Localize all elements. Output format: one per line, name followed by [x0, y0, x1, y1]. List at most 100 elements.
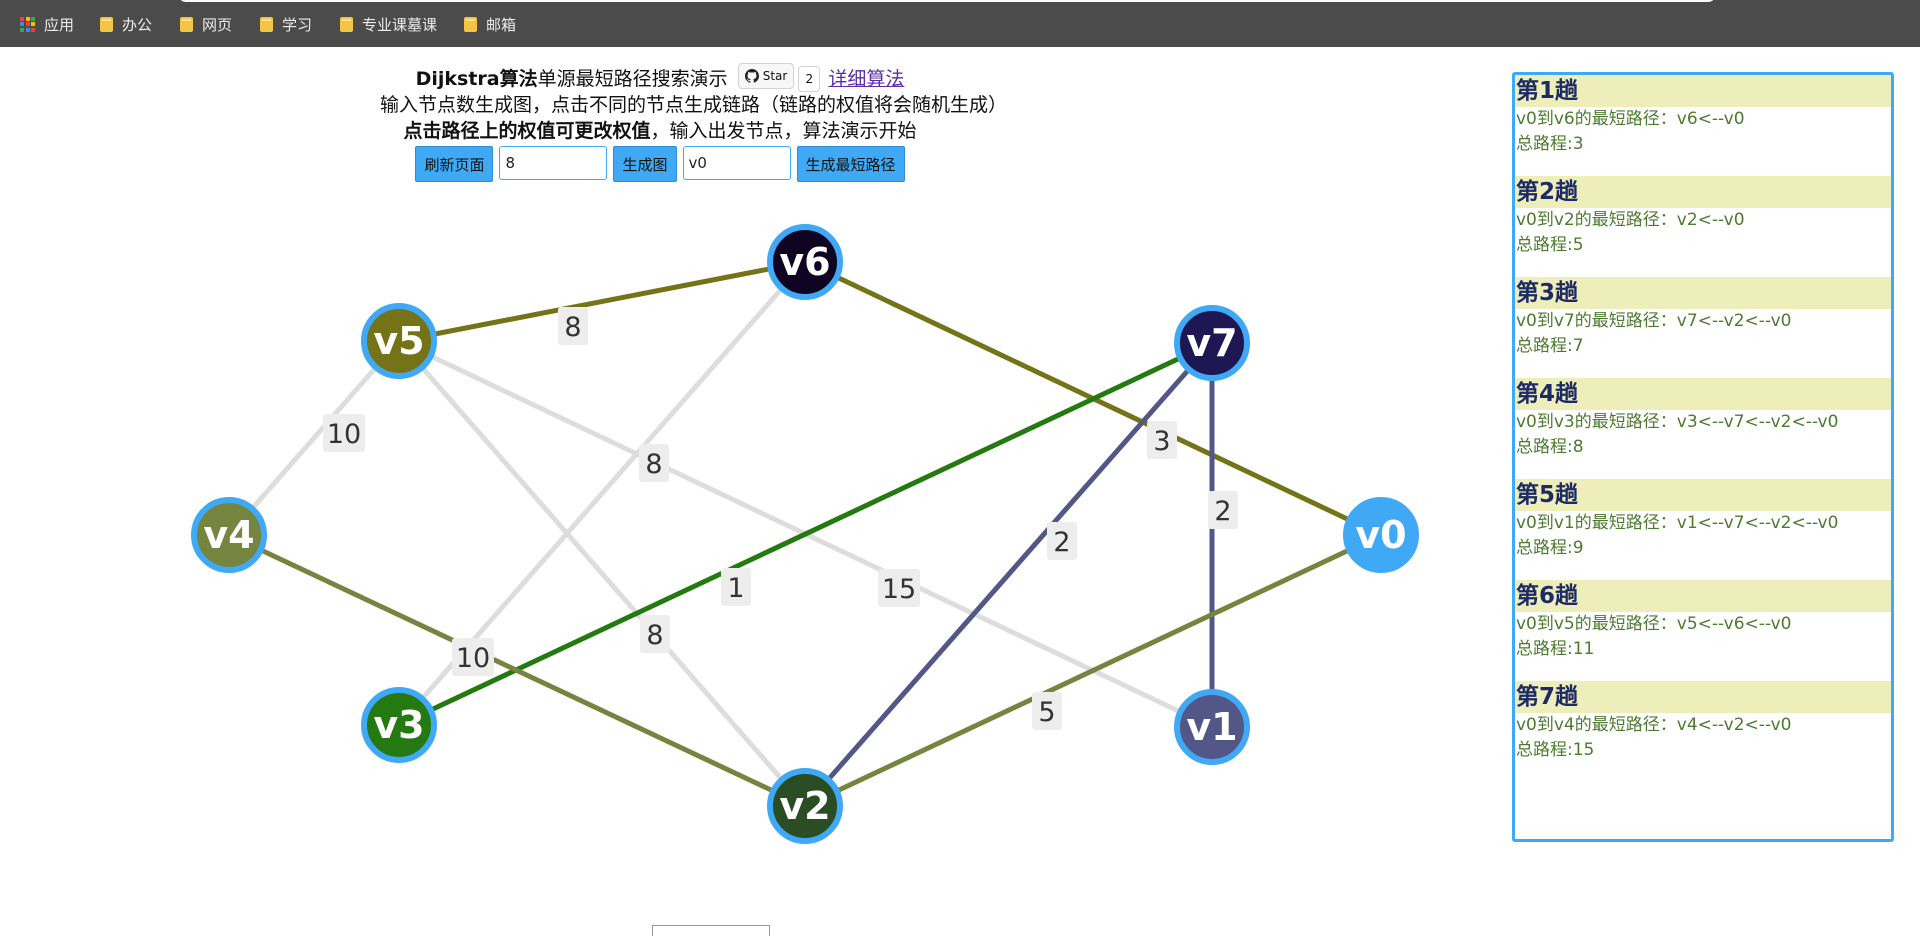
weight-label-bg [878, 569, 920, 607]
page-title: Dijkstra算法 [415, 68, 538, 90]
node-circle [361, 303, 437, 379]
node-circle [1174, 689, 1250, 765]
edge-v5-v2 [397, 339, 807, 808]
bookmark-label: 邮箱 [486, 15, 517, 34]
step-title: 第2趟 [1515, 176, 1891, 208]
weight-value: 2 [1053, 527, 1070, 558]
step-title: 第6趟 [1515, 580, 1891, 612]
result-step: 第4趟 v0到v3的最短路径：v3<--v7<--v2<--v0 总路程:8 [1515, 378, 1891, 460]
bookmark-apps[interactable]: 应用 [20, 13, 74, 35]
edge-weight-label[interactable]: 8 [639, 444, 669, 482]
weight-label-bg [558, 307, 588, 345]
graph-node-v0[interactable]: v0 [1343, 497, 1419, 573]
bookmark-label: 应用 [44, 15, 75, 34]
weight-value: 2 [1214, 496, 1231, 527]
start-node-input[interactable] [682, 146, 791, 180]
folder-icon [464, 16, 477, 32]
title-line: Dijkstra算法单源最短路径搜索演示 Star 2 详细算法 [380, 63, 940, 92]
bookmark-label: 办公 [122, 15, 153, 34]
bookmark-office[interactable]: 办公 [100, 13, 152, 35]
edge-weight-label[interactable]: 3 [1147, 421, 1177, 459]
step-path: v0到v1的最短路径：v1<--v7<--v2<--v0 [1516, 513, 1839, 533]
step-total: 总路程:3 [1516, 134, 1584, 154]
folder-icon [100, 16, 113, 32]
apps-grid-icon [20, 16, 35, 32]
step-path: v0到v5的最短路径：v5<--v6<--v0 [1516, 614, 1792, 634]
folder-icon [340, 16, 353, 32]
bookmark-label: 网页 [202, 15, 233, 34]
graph-node-v3[interactable]: v3 [361, 687, 437, 763]
node-label: v4 [203, 513, 254, 557]
hint-line: 点击路径上的权值可更改权值，输入出发节点，算法演示开始 [380, 118, 940, 144]
shortest-path-button[interactable]: 生成最短路径 [796, 146, 905, 182]
step-total: 总路程:7 [1516, 336, 1584, 356]
edge-weight-label[interactable]: 8 [558, 307, 588, 345]
refresh-button[interactable]: 刷新页面 [415, 146, 494, 182]
weight-label-bg [323, 414, 365, 452]
github-star-button[interactable]: Star [737, 63, 795, 89]
node-circle [191, 497, 267, 573]
controls-row: 刷新页面 生成图 生成最短路径 [380, 146, 940, 182]
instruction-line: 输入节点数生成图，点击不同的节点生成链路（链路的权值将会随机生成） [380, 94, 1008, 116]
weight-value: 8 [646, 620, 663, 651]
step-total: 总路程:5 [1516, 235, 1584, 255]
bookmark-web[interactable]: 网页 [180, 13, 232, 35]
edge-v7-v2 [803, 341, 1214, 808]
step-title: 第3趟 [1515, 277, 1891, 309]
result-step: 第5趟 v0到v1的最短路径：v1<--v7<--v2<--v0 总路程:9 [1515, 479, 1891, 561]
edge-weight-label[interactable]: 10 [323, 414, 365, 452]
node-label: v6 [779, 240, 830, 284]
step-title: 第1趟 [1515, 75, 1891, 107]
edge-weight-label[interactable]: 5 [1032, 692, 1062, 730]
bookmark-study[interactable]: 学习 [260, 13, 312, 35]
bookmark-courses[interactable]: 专业课墓课 [340, 13, 437, 35]
github-icon [744, 69, 759, 83]
edge-v5-v6 [398, 259, 806, 344]
graph-node-v1[interactable]: v1 [1174, 689, 1250, 765]
graph-node-v5[interactable]: v5 [361, 303, 437, 379]
node-label: v1 [1186, 705, 1237, 749]
result-step: 第3趟 v0到v7的最短路径：v7<--v2<--v0 总路程:7 [1515, 277, 1891, 359]
edge-weight-label[interactable]: 8 [640, 615, 670, 653]
step-total: 总路程:9 [1516, 538, 1584, 558]
step-total: 总路程:8 [1516, 437, 1584, 457]
step-path: v0到v7的最短路径：v7<--v2<--v0 [1516, 311, 1792, 331]
step-path: v0到v3的最短路径：v3<--v7<--v2<--v0 [1516, 412, 1839, 432]
weight-label-bg [1147, 421, 1177, 459]
hint-bold: 点击路径上的权值可更改权值 [403, 120, 651, 142]
step-total: 总路程:11 [1516, 639, 1595, 659]
star-count[interactable]: 2 [798, 66, 821, 92]
edge-weight-label[interactable]: 2 [1208, 491, 1238, 529]
node-count-input[interactable] [499, 146, 608, 180]
step-path: v0到v6的最短路径：v6<--v0 [1516, 109, 1745, 129]
results-panel[interactable]: 第1趟 v0到v6的最短路径：v6<--v0 总路程:3 第2趟 v0到v2的最… [1512, 72, 1894, 842]
edge-weight-label[interactable]: 15 [878, 569, 920, 607]
weight-value: 15 [882, 574, 916, 605]
weight-value: 5 [1038, 697, 1055, 728]
graph-node-v4[interactable]: v4 [191, 497, 267, 573]
edge-weight-label[interactable]: 10 [452, 638, 494, 676]
weight-label-bg [452, 638, 494, 676]
edge-weight-label[interactable]: 2 [1047, 522, 1077, 560]
edge-v5-v4 [227, 339, 401, 537]
graph-node-v7[interactable]: v7 [1174, 305, 1250, 381]
edge-v7-v3 [397, 340, 1214, 728]
weight-label-bg [1032, 692, 1062, 730]
step-title: 第4趟 [1515, 378, 1891, 410]
weight-label-bg [640, 615, 670, 653]
node-circle [767, 224, 843, 300]
graph-node-v6[interactable]: v6 [767, 224, 843, 300]
result-step: 第6趟 v0到v5的最短路径：v5<--v6<--v0 总路程:11 [1515, 580, 1891, 662]
step-title: 第5趟 [1515, 479, 1891, 511]
algorithm-detail-link[interactable]: 详细算法 [828, 68, 905, 90]
edge-v0-v2 [803, 532, 1383, 809]
generate-graph-button[interactable]: 生成图 [613, 146, 677, 182]
node-circle [1174, 305, 1250, 381]
folder-icon [260, 16, 273, 32]
weight-value: 8 [564, 312, 581, 343]
weight-value: 10 [456, 643, 490, 674]
bookmark-mail[interactable]: 邮箱 [464, 13, 516, 35]
edge-weight-label[interactable]: 1 [721, 568, 751, 606]
graph-node-v2[interactable]: v2 [767, 768, 843, 844]
weight-label-bg [721, 568, 751, 606]
